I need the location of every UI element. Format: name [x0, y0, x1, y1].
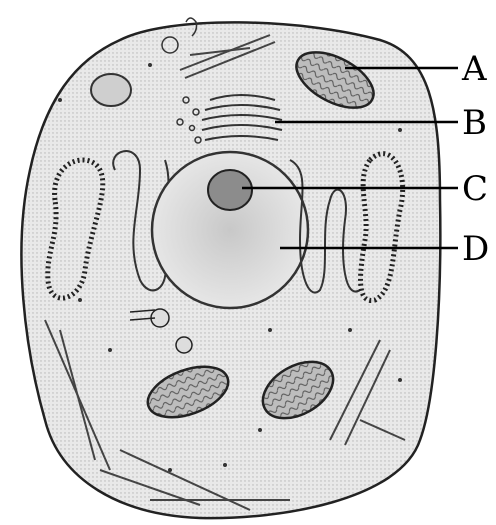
label-a: A — [461, 49, 487, 89]
label-b: B — [462, 103, 487, 143]
label-d: D — [462, 229, 489, 269]
label-c: C — [462, 169, 488, 209]
vacuole — [91, 74, 131, 106]
nucleolus — [208, 170, 252, 210]
